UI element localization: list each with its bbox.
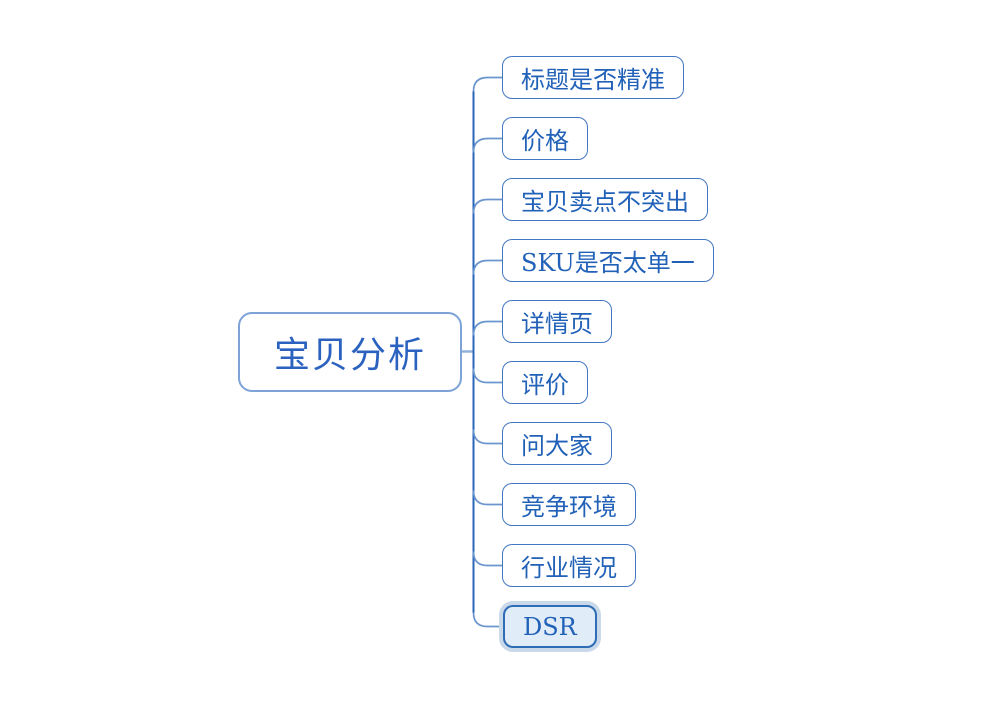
root-node[interactable]: 宝贝分析: [238, 312, 462, 392]
child-node-selling-points[interactable]: 宝贝卖点不突出: [502, 178, 708, 221]
child-node-label: 宝贝卖点不突出: [521, 188, 689, 216]
branch-connector: [472, 137, 502, 153]
child-node-label: SKU是否太单一: [521, 249, 695, 277]
child-node-sku[interactable]: SKU是否太单一: [502, 239, 714, 282]
child-node-label: 价格: [521, 127, 569, 155]
child-node-price[interactable]: 价格: [502, 117, 588, 160]
child-node-label: 标题是否精准: [521, 66, 665, 94]
child-node-reviews[interactable]: 评价: [502, 361, 588, 404]
child-node-label: 评价: [521, 371, 569, 399]
branch-connector: [472, 76, 502, 92]
branch-connector: [472, 429, 502, 445]
child-node-label: 问大家: [521, 432, 593, 460]
child-node-detail-page[interactable]: 详情页: [502, 300, 612, 343]
branch-connector: [472, 490, 502, 506]
child-node-label: 竞争环境: [521, 493, 617, 521]
branch-connector: [472, 198, 502, 214]
branch-connector: [472, 551, 502, 567]
child-node-label: 行业情况: [521, 554, 617, 582]
child-node-label: DSR: [523, 612, 577, 641]
child-node-label: 详情页: [521, 310, 593, 338]
child-node-industry[interactable]: 行业情况: [502, 544, 636, 587]
branch-connector: [472, 259, 502, 275]
child-node-ask-everyone[interactable]: 问大家: [502, 422, 612, 465]
branch-connector: [472, 612, 502, 628]
root-node-label: 宝贝分析: [273, 335, 426, 376]
branch-connector: [472, 368, 502, 384]
child-node-dsr[interactable]: DSR: [503, 605, 597, 648]
branch-connector: [472, 320, 502, 336]
child-node-competition[interactable]: 竞争环境: [502, 483, 636, 526]
child-node-title-precision[interactable]: 标题是否精准: [502, 56, 684, 99]
